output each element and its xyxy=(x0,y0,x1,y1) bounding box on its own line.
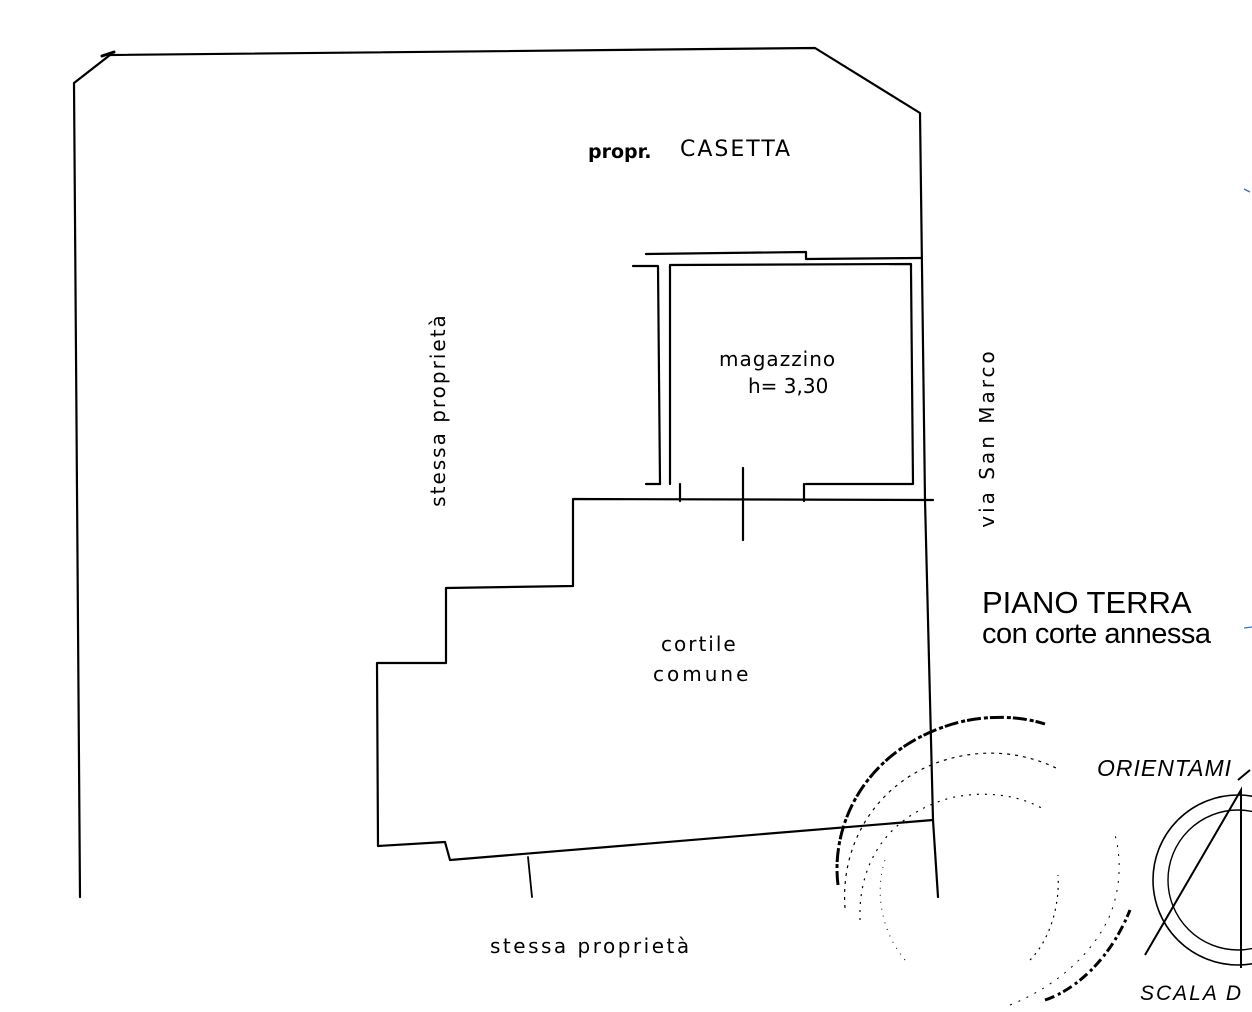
stamp-scale-text: SCALA D xyxy=(1140,982,1244,1005)
west-neighbor-label: stessa proprietà xyxy=(426,313,450,507)
street-label: via San Marco xyxy=(975,348,999,528)
stamp-ring-2 xyxy=(843,752,1061,909)
courtyard-label-line2: comune xyxy=(653,662,752,686)
south-neighbor-label: stessa proprietà xyxy=(490,934,692,958)
north-neighbor-prefix: propr. xyxy=(588,141,652,163)
stamp-ring-outer xyxy=(835,715,1046,886)
magazzino-walls xyxy=(631,250,923,542)
south-boundary-tick xyxy=(527,856,533,898)
courtyard-outline xyxy=(375,497,935,862)
compass-inner-ring xyxy=(1167,809,1252,951)
stamp-ring-3 xyxy=(859,793,1046,921)
courtyard-label-line1: cortile xyxy=(661,632,738,656)
stamp-orientation-text: ORIENTAMI xyxy=(1097,755,1233,781)
stamp-ring-outer-lower xyxy=(1044,909,1132,1002)
drawing-subtitle: con corte annessa xyxy=(982,618,1211,650)
drawing-title: PIANO TERRA xyxy=(982,585,1192,620)
edge-mark xyxy=(1243,188,1251,193)
north-neighbor-name: CASETTA xyxy=(680,137,793,162)
orientation-stamp xyxy=(835,715,1252,1006)
stamp-ring-4 xyxy=(1029,874,1059,961)
room-name: magazzino xyxy=(719,347,837,371)
room-height: h= 3,30 xyxy=(748,374,829,398)
property-boundary xyxy=(72,46,940,899)
north-arrow-icon xyxy=(1144,786,1242,968)
stamp-ring-5 xyxy=(1009,834,1120,1006)
